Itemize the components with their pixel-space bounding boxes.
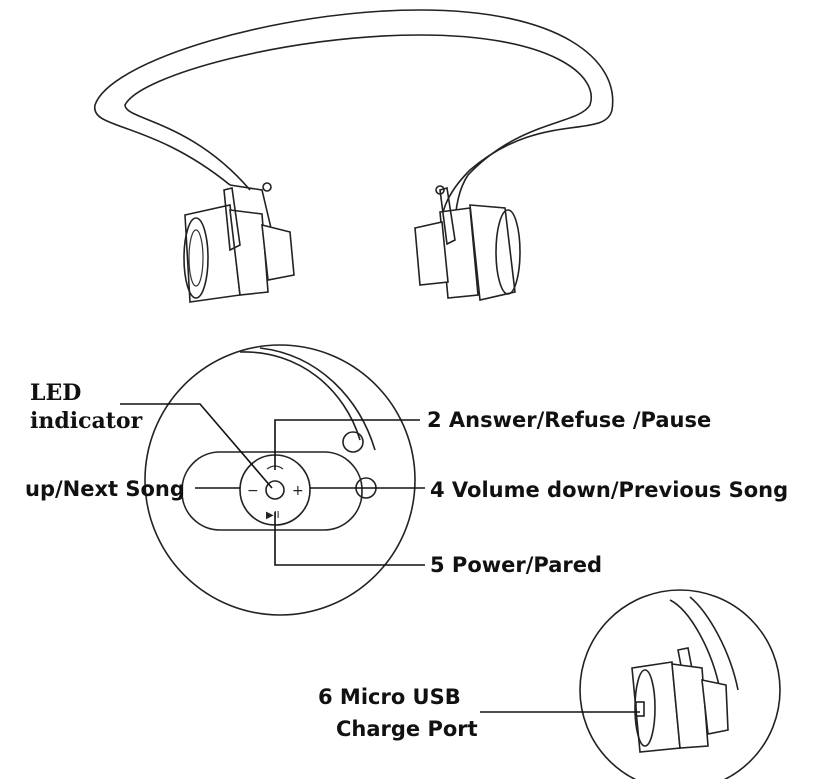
answer-label: 2 Answer/Refuse /Pause (427, 408, 711, 432)
next-song-label: up/Next Song (25, 477, 185, 501)
power-label: 5 Power/Pared (430, 553, 602, 577)
minus-icon: − (247, 483, 259, 499)
callout-lines (120, 403, 425, 566)
usb-closeup (579, 589, 781, 779)
led-indicator (265, 480, 285, 500)
plus-icon: + (292, 483, 304, 499)
left-earpiece (183, 187, 295, 303)
right-earpiece (414, 185, 521, 301)
volume-down-label: 4 Volume down/Previous Song (430, 478, 788, 502)
led-label: LED (30, 380, 81, 406)
usb-label: 6 Micro USB (318, 685, 461, 709)
charge-port-label: Charge Port (336, 717, 478, 741)
control-closeup: − + ▶II (144, 344, 416, 616)
play-pause-icon: ▶II (266, 510, 280, 521)
control-panel (181, 451, 363, 531)
usb-port (635, 701, 645, 717)
closeup-circle (144, 344, 416, 616)
headset-illustration (94, 9, 614, 303)
indicator-label: indicator (30, 408, 143, 434)
